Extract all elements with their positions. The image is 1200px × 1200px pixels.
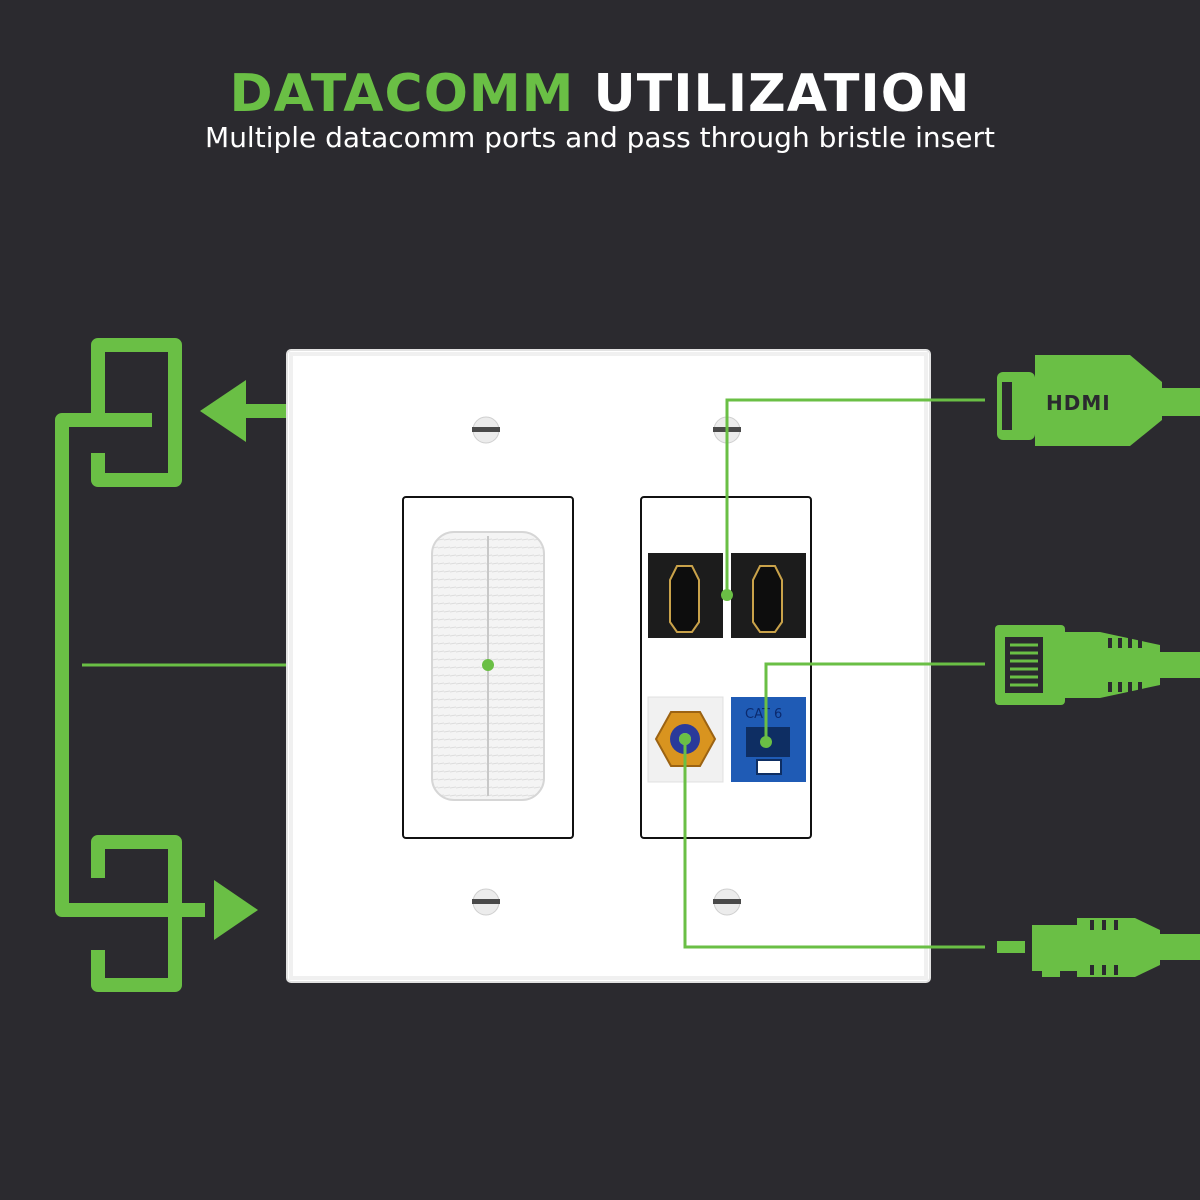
ethernet-plug-icon <box>995 625 1200 705</box>
coax-callout-dot <box>679 733 691 745</box>
hdmi-label: HDMI <box>1046 391 1111 415</box>
title-accent: DATACOMM <box>229 64 575 124</box>
page-title: DATACOMM UTILIZATION <box>0 64 1200 124</box>
wall-plate <box>286 349 931 983</box>
coax-callout-line <box>683 739 985 949</box>
ethernet-callout-dot <box>760 736 772 748</box>
title-rest: UTILIZATION <box>593 64 971 124</box>
pass-through-loop-icon <box>55 338 205 992</box>
screw-icon <box>472 416 500 444</box>
arrow-right-icon <box>214 880 258 940</box>
hdmi-callout-line <box>725 398 985 595</box>
keystone-label: CAT 6 <box>745 707 782 722</box>
coax-plug-icon <box>997 918 1200 977</box>
hdmi-callout-dot <box>721 589 733 601</box>
hdmi-port <box>648 553 723 638</box>
page-subtitle: Multiple datacomm ports and pass through… <box>205 121 995 154</box>
ethernet-callout-line <box>764 662 985 742</box>
bristle-callout-dot <box>482 659 494 671</box>
hdmi-plug-icon: HDMI <box>997 355 1200 446</box>
screw-icon <box>472 888 500 916</box>
screw-icon <box>713 888 741 916</box>
hdmi-port <box>731 553 806 638</box>
arrow-left-icon <box>200 380 288 442</box>
